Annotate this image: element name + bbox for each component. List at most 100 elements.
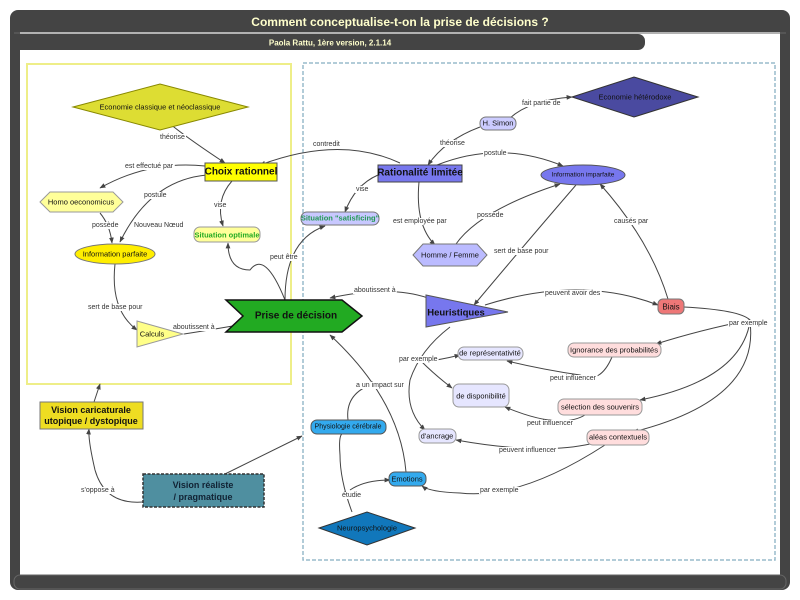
node-h-simon[interactable]: H. Simon — [479, 116, 517, 131]
node-eco-heterodoxe[interactable]: Economie hétérodoxe — [570, 76, 700, 118]
node-vision-caricaturale[interactable]: Vision caricaturale utopique / dystopiqu… — [39, 401, 144, 430]
edge-label-background — [355, 382, 406, 389]
edge-label: aboutissent à — [173, 324, 215, 331]
edge-label: a un impact sur — [356, 382, 405, 389]
node-eco-classique[interactable]: Economie classique et néoclassique — [71, 83, 250, 131]
node-label: Information parfaite — [83, 250, 148, 259]
node-label: Homme / Femme — [421, 251, 479, 260]
node-label: Physiologie cérébrale — [315, 424, 382, 431]
edge-label-background — [80, 487, 116, 494]
edge-label: par exemple — [399, 356, 438, 363]
node-ancrage[interactable]: d'ancrage — [418, 428, 457, 444]
edge-label: sert de base pour — [88, 304, 143, 311]
edge-label: sert de base pour — [494, 248, 549, 255]
edge-label: postule — [484, 150, 507, 157]
node-homo-oeconomicus[interactable]: Homo oeconomicus — [39, 191, 124, 213]
edge-label: postule — [144, 192, 167, 199]
node-homme-femme[interactable]: Homme / Femme — [412, 243, 488, 267]
node-label: Biais — [662, 303, 679, 312]
node-label: de disponibilité — [456, 392, 506, 401]
edge-label-background — [87, 304, 145, 311]
rational-group — [26, 63, 292, 385]
node-label: utopique / dystopique — [44, 416, 138, 426]
node-representativite[interactable]: de représentativité — [457, 346, 524, 361]
node-aleas[interactable]: aléas contextuels — [586, 429, 650, 446]
node-calculs[interactable]: Calculs — [136, 320, 185, 348]
edge-label-background — [312, 141, 341, 148]
node-disponibilite[interactable]: de disponibilité — [452, 383, 510, 408]
edge-label-background — [91, 222, 120, 229]
node-label: Choix rationnel — [205, 167, 278, 178]
edge-label-background — [213, 202, 228, 209]
edge-label-background — [159, 134, 187, 141]
edge-label: par exemple — [729, 320, 768, 327]
node-label: Situation optimale — [194, 231, 259, 240]
node-label: Neuropsychologie — [337, 524, 397, 533]
edge-label-background — [124, 163, 175, 170]
edge-label-background — [493, 248, 551, 255]
node-vision-realiste[interactable]: Vision réaliste / pragmatique — [142, 473, 265, 508]
node-heuristiques[interactable]: Heuristiques — [425, 294, 509, 328]
edge-label: peut influencer — [527, 420, 574, 427]
node-info-imparfaite[interactable]: Information imparfaite — [540, 164, 626, 186]
bottom-bar — [13, 574, 787, 590]
node-label: d'ancrage — [421, 432, 454, 441]
node-selection[interactable]: sélection des souvenirs — [557, 398, 643, 416]
edge-label-background — [728, 320, 769, 327]
edge-labels: théorise est effectué par postule vise p… — [80, 100, 769, 499]
subtitle-bar — [20, 34, 645, 50]
edge-label-background — [341, 492, 363, 499]
node-label: Situation "satisficing" — [301, 214, 380, 223]
node-label: Information imparfaite — [552, 172, 615, 179]
edge-label: possède — [477, 212, 504, 219]
edge-label: peut être — [270, 254, 298, 261]
node-label: Ignorance des probabilités — [570, 346, 658, 355]
edge-label: vise — [356, 186, 369, 193]
edge-label-background — [526, 420, 575, 427]
edge-label: est employée par — [393, 218, 447, 225]
node-choix-rationnel[interactable]: Choix rationnel — [204, 162, 278, 182]
edge-label: peut influencer — [550, 375, 597, 382]
map-subtitle: Paola Rattu, 1ère version, 2.1.14 — [269, 39, 392, 48]
edge-label-background — [613, 218, 650, 225]
edges — [86, 94, 752, 513]
node-satisficing[interactable]: Situation "satisficing" — [300, 211, 380, 226]
node-info-parfaite[interactable]: Information parfaite — [74, 243, 156, 265]
node-emotions[interactable]: Emotions — [388, 471, 427, 487]
node-situation-optimale[interactable]: Situation optimale — [193, 226, 261, 243]
edge-label-background — [398, 356, 439, 363]
node-label: aléas contextuels — [589, 433, 647, 442]
node-label: Vision caricaturale — [51, 405, 131, 415]
edge-label: peuvent avoir des — [545, 290, 601, 297]
node-rationalite-limitee[interactable]: Rationalité limitée — [377, 164, 463, 183]
edge-label: possède — [92, 222, 119, 229]
edge-label-background — [549, 375, 598, 382]
edge-label-background — [544, 290, 602, 297]
node-label: / pragmatique — [173, 492, 232, 502]
edge-label-background — [479, 487, 520, 494]
edge-label: par exemple — [480, 487, 519, 494]
node-ignorance[interactable]: Ignorance des probabilités — [567, 342, 662, 358]
edge-label: est effectué par — [125, 163, 174, 170]
edge-label: contredit — [313, 141, 340, 148]
node-nouveau-noeud: Nouveau Nœud — [134, 222, 184, 229]
node-physiologie[interactable]: Physiologie cérébrale — [310, 419, 387, 435]
node-label: Emotions — [391, 475, 423, 484]
edge-label: théorise — [440, 140, 465, 147]
edge-label-background — [498, 447, 558, 454]
node-prise-decision[interactable]: Prise de décision — [224, 299, 364, 333]
edge-label-background — [143, 192, 168, 199]
node-label: de représentativité — [459, 349, 521, 358]
node-label: Heuristiques — [427, 308, 485, 319]
node-label: Calculs — [140, 330, 165, 339]
node-label: Vision réaliste — [173, 480, 234, 490]
edge-label: peuvent influencer — [499, 447, 557, 454]
node-label: sélection des souvenirs — [561, 403, 639, 412]
node-neuropsychologie[interactable]: Neuropsychologie — [317, 511, 417, 546]
edge-label: s'oppose à — [81, 487, 115, 494]
edge-label-background — [392, 218, 449, 225]
node-biais[interactable]: Biais — [657, 298, 685, 315]
edge-label-background — [439, 140, 467, 147]
edge-label-background — [172, 324, 216, 331]
